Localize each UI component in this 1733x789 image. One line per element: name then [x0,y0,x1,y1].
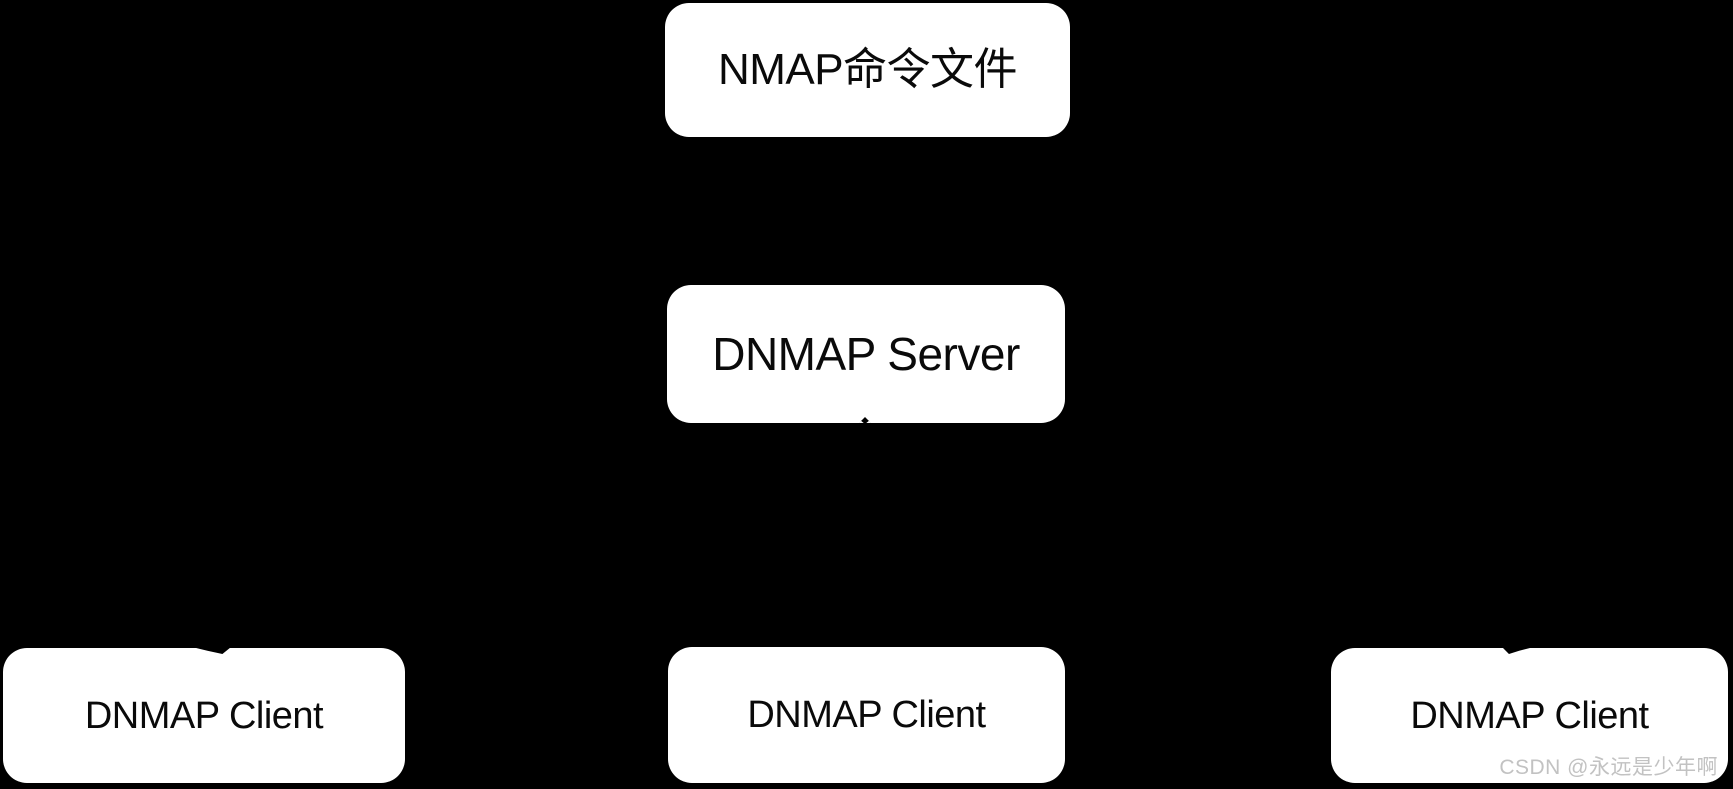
node-dnmap-client-middle-label: DNMAP Client [747,694,986,736]
node-nmap-command-file: NMAP命令文件 [665,3,1070,137]
node-dnmap-client-left: DNMAP Client [3,648,405,783]
node-dnmap-server-label: DNMAP Server [712,328,1020,380]
node-dnmap-client-right-label: DNMAP Client [1410,694,1649,737]
arrowhead-notch-server-bottom-icon [858,417,872,424]
arrowhead-notch-right-client-icon [1503,648,1530,654]
node-dnmap-client-left-label: DNMAP Client [84,694,324,737]
node-dnmap-server: DNMAP Server [667,285,1065,423]
node-dnmap-client-middle: DNMAP Client [668,647,1065,783]
arrowhead-notch-left-client-icon [192,647,230,654]
node-nmap-command-file-label: NMAP命令文件 [717,45,1018,94]
node-dnmap-client-right: DNMAP Client [1331,648,1728,783]
csdn-watermark: CSDN @永远是少年啊 [1499,756,1718,779]
